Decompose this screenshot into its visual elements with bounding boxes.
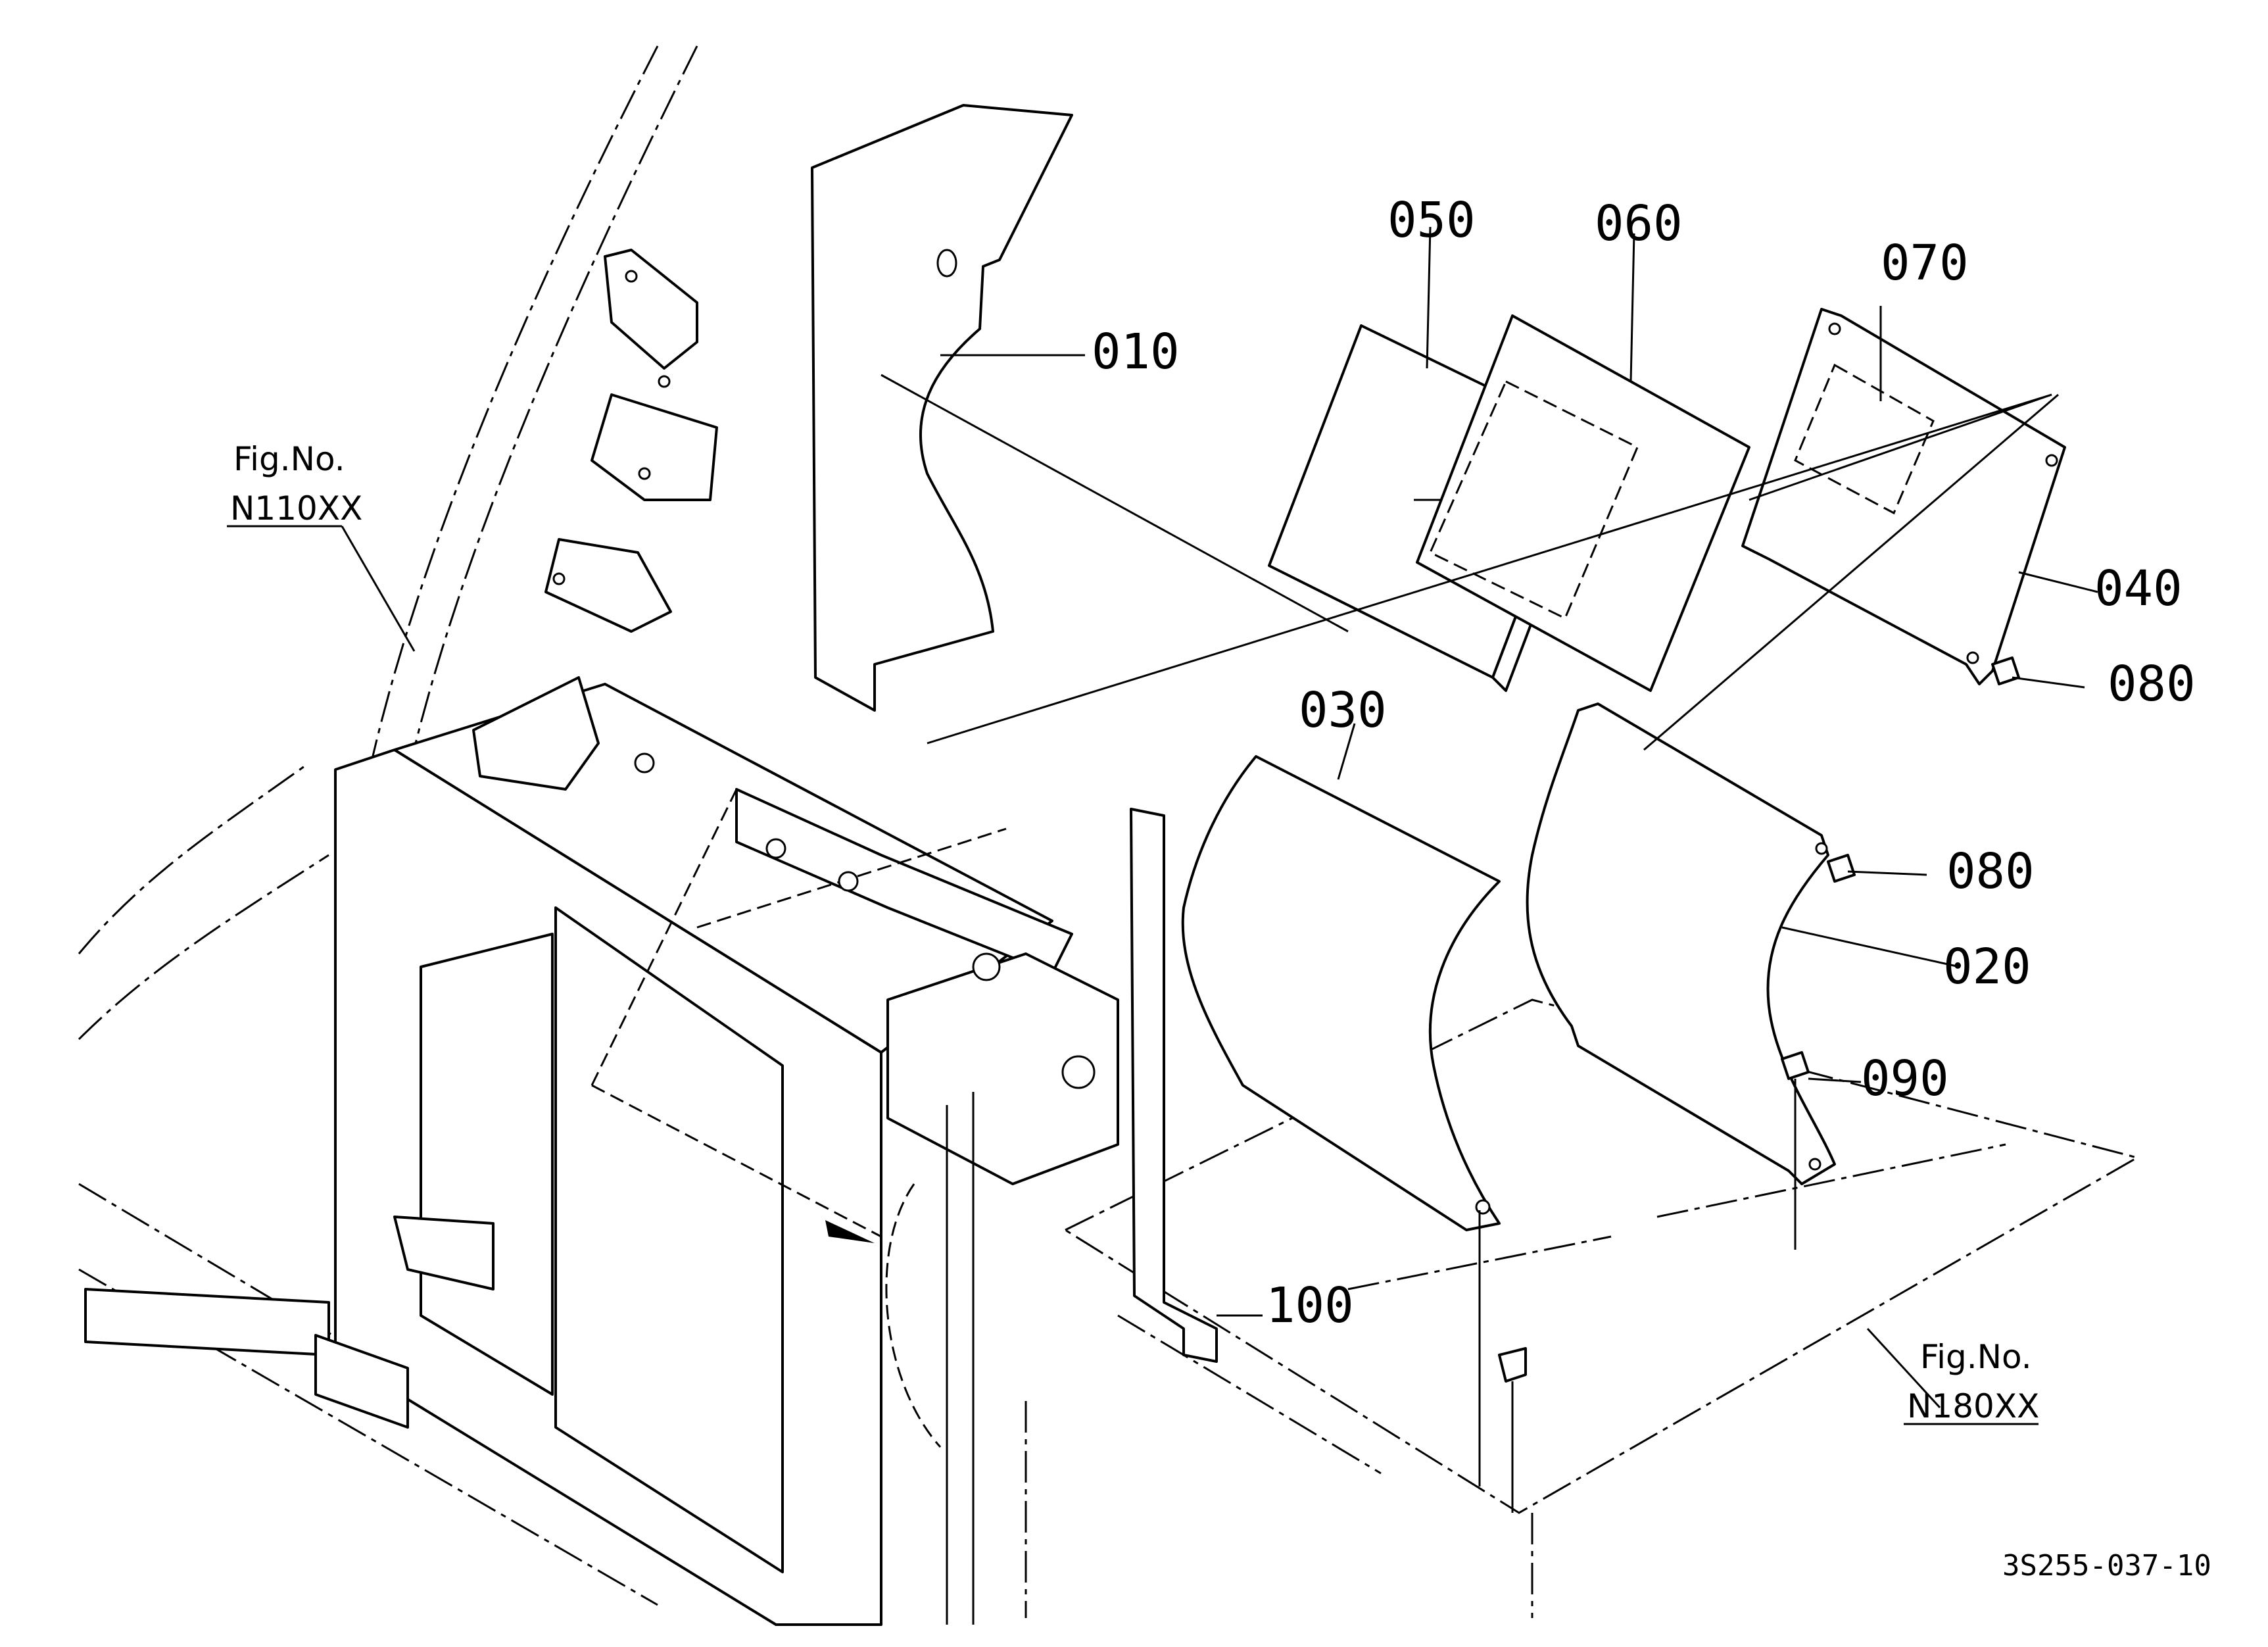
label-050: 050 (1387, 192, 1476, 249)
label-060: 060 (1595, 195, 1683, 252)
label-030: 030 (1299, 682, 1387, 739)
bolt-080-lower (1827, 854, 1927, 883)
label-080-lower: 080 (1946, 843, 2035, 900)
nut-090 (1781, 1051, 1862, 1250)
ref-left-line2: N110XX (230, 489, 362, 528)
figure-reference-left: Fig.No. N110XX (227, 440, 362, 528)
figure-reference-right: Fig.No. N180XX (1904, 1338, 2039, 1425)
label-100: 100 (1266, 1277, 1354, 1334)
plate-060 (1416, 233, 1750, 692)
bracket-set-upper-left (544, 249, 718, 633)
main-frame (84, 676, 1119, 1626)
guide-030 (1181, 723, 1501, 1231)
ref-right-line1: Fig.No. (1920, 1338, 2032, 1376)
label-070: 070 (1881, 235, 1969, 291)
bracket-020 (1526, 702, 1960, 1185)
ref-right-line2: N180XX (1907, 1387, 2039, 1425)
label-080-upper: 080 (2108, 656, 2196, 712)
ref-left-leader (341, 526, 416, 652)
drawing-code: 3S255-037-10 (2002, 1549, 2211, 1583)
panel-010 (811, 104, 1349, 712)
stay-100 (1130, 808, 1263, 1363)
label-010: 010 (1092, 324, 1180, 380)
cover-040 (927, 306, 2098, 751)
bolt-lower-center (1478, 1210, 1527, 1513)
bolt-080-upper (1991, 656, 2085, 689)
ref-right-leader (1866, 1327, 1941, 1409)
label-090: 090 (1861, 1050, 1949, 1107)
label-040: 040 (2094, 560, 2183, 617)
ref-left-line1: Fig.No. (233, 440, 345, 478)
label-020: 020 (1943, 939, 2031, 995)
